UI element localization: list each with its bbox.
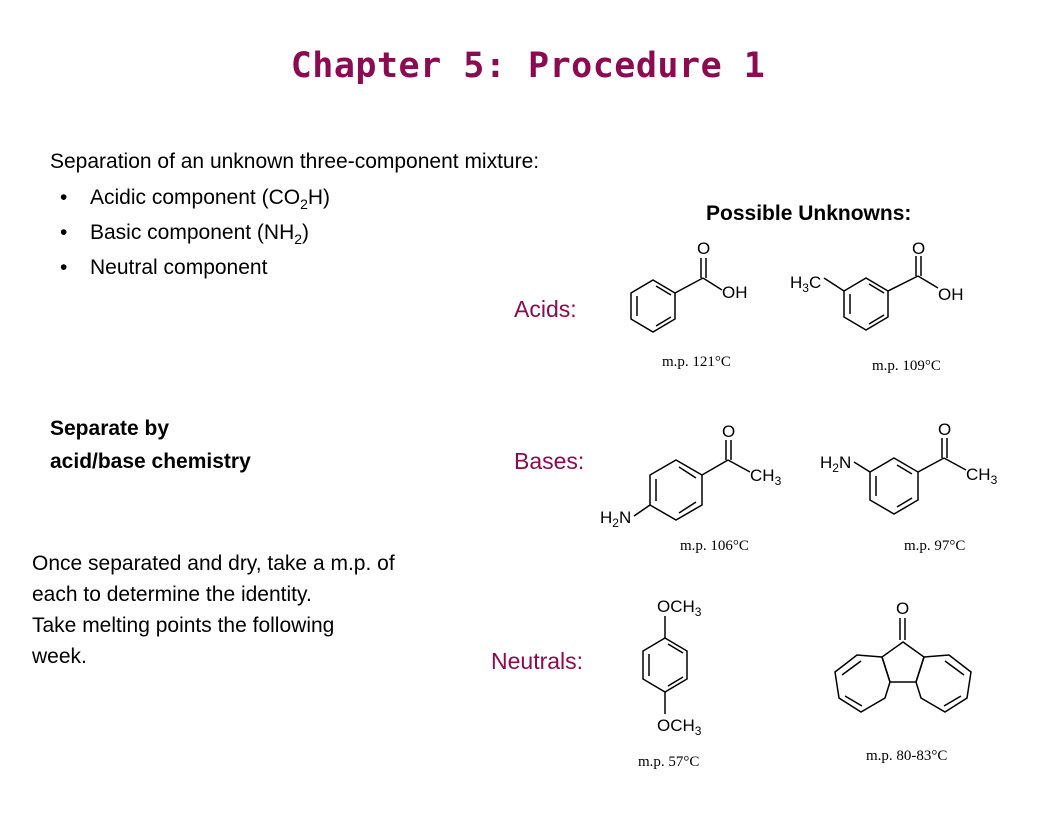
class-label-acids: Acids: bbox=[514, 296, 577, 322]
melting-point: m.p. 109°C bbox=[872, 358, 941, 374]
page-title: Chapter 5: Procedure 1 bbox=[290, 46, 766, 86]
intro-line: Separation of an unknown three-component… bbox=[50, 150, 540, 173]
melting-point: m.p. 106°C bbox=[680, 538, 749, 554]
amine-label: H2N bbox=[820, 453, 851, 475]
bullet-neutral: Neutral component bbox=[90, 256, 268, 279]
structure-fluorenone: O m.p. 80-83°C bbox=[834, 600, 972, 764]
bullet-marker: • bbox=[60, 256, 68, 279]
separate-line1: Separate by bbox=[50, 417, 170, 440]
melting-point: m.p. 97°C bbox=[904, 538, 965, 554]
separate-line2: acid/base chemistry bbox=[50, 450, 251, 473]
note-line1: Once separated and dry, take a m.p. of bbox=[32, 552, 395, 575]
melting-point: m.p. 121°C bbox=[662, 354, 731, 370]
separate-note: Separate by acid/base chemistry bbox=[50, 412, 251, 478]
structure-benzoic-acid: O OH m.p. 121°C bbox=[630, 239, 748, 370]
amine-label: H2N bbox=[600, 508, 631, 530]
hydroxyl-label: OH bbox=[722, 283, 748, 302]
bullet-basic: Basic component (NH2) bbox=[90, 221, 310, 248]
methyl-label: H3C bbox=[790, 273, 821, 295]
structure-4-aminoacetophenone: O CH3 H2N m.p. 106°C bbox=[600, 422, 782, 554]
bullet-marker: • bbox=[60, 221, 68, 244]
oxygen-label: O bbox=[722, 422, 735, 441]
oxygen-label: O bbox=[896, 600, 909, 618]
oxygen-label: O bbox=[697, 239, 710, 258]
oxygen-label: O bbox=[938, 420, 951, 439]
hydroxyl-label: OH bbox=[938, 285, 964, 304]
bullet-acidic: Acidic component (CO2H) bbox=[90, 186, 331, 213]
bullet-marker: • bbox=[60, 186, 68, 209]
melting-point: m.p. 57°C bbox=[638, 754, 699, 770]
melting-point: m.p. 80-83°C bbox=[866, 748, 947, 764]
note-line2: each to determine the identity. bbox=[32, 583, 312, 606]
note-line4: week. bbox=[32, 645, 87, 668]
oxygen-label: O bbox=[912, 240, 925, 258]
note-line3: Take melting points the following bbox=[32, 614, 335, 637]
structure-3-aminoacetophenone: H2N O CH3 m.p. 97°C bbox=[820, 420, 998, 554]
structure-m-toluic-acid: H3C O OH m.p. 109°C bbox=[790, 240, 964, 374]
methyl-label: CH3 bbox=[750, 466, 782, 488]
structure-1-4-dimethoxybenzene: OCH3 OCH3 m.p. 57°C bbox=[638, 597, 702, 770]
methoxy-label: OCH3 bbox=[657, 597, 702, 619]
methoxy-label: OCH3 bbox=[657, 716, 702, 738]
unknowns-heading: Possible Unknowns: bbox=[706, 202, 912, 225]
methyl-label: CH3 bbox=[966, 465, 998, 487]
class-label-bases: Bases: bbox=[514, 448, 585, 474]
class-label-neutrals: Neutrals: bbox=[491, 648, 584, 674]
mp-note: Once separated and dry, take a m.p. of e… bbox=[32, 548, 395, 672]
